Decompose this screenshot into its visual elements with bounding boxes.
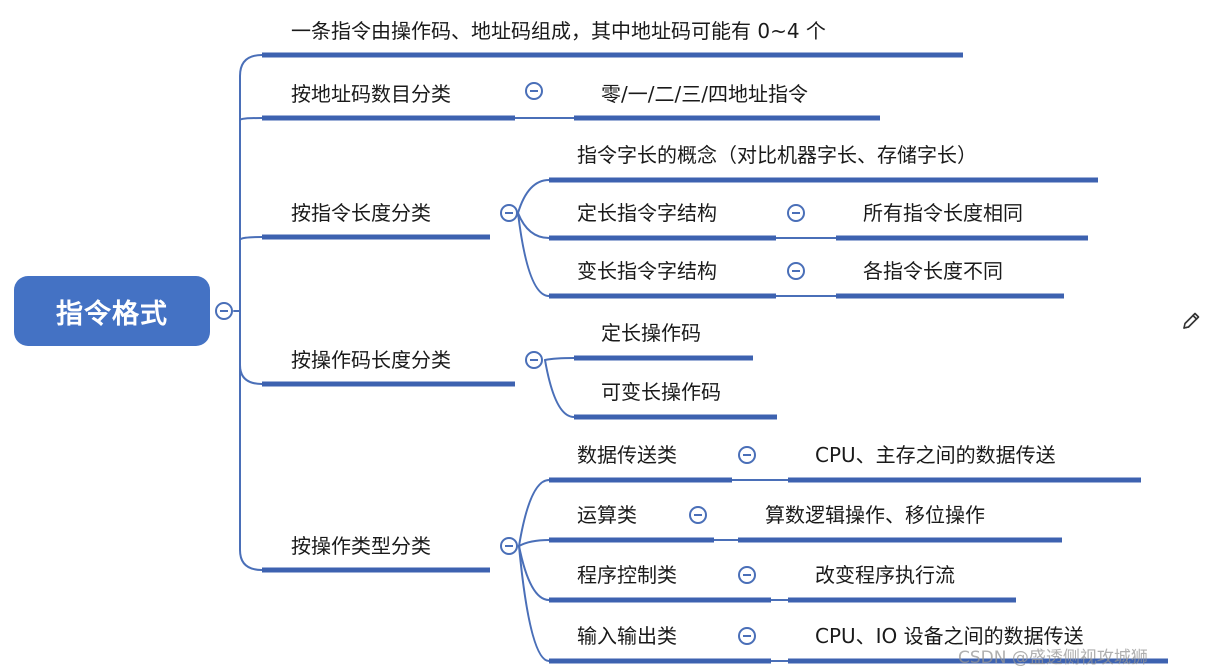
pencil-icon[interactable] (1180, 310, 1202, 332)
node-program-control[interactable]: 程序控制类 (577, 563, 677, 587)
collapse-root-icon[interactable] (215, 302, 233, 320)
collapse-b3c2-icon[interactable] (787, 204, 805, 222)
node-different-lengths[interactable]: 各指令长度不同 (863, 259, 1003, 283)
collapse-b2-icon[interactable] (525, 82, 543, 100)
watermark-text: CSDN @盛透侧视攻城狮 (958, 648, 1148, 668)
node-input-output[interactable]: 输入输出类 (577, 624, 677, 648)
node-cpu-io-transfer[interactable]: CPU、IO 设备之间的数据传送 (815, 624, 1084, 648)
collapse-b3-icon[interactable] (500, 204, 518, 222)
node-address-instruction-types[interactable]: 零/一/二/三/四地址指令 (601, 82, 808, 106)
node-cpu-memory-transfer[interactable]: CPU、主存之间的数据传送 (815, 443, 1056, 467)
node-fixed-opcode[interactable]: 定长操作码 (601, 321, 701, 345)
node-arith-logic-shift[interactable]: 算数逻辑操作、移位操作 (765, 503, 985, 527)
collapse-b5c2-icon[interactable] (689, 506, 707, 524)
node-data-transfer[interactable]: 数据传送类 (577, 443, 677, 467)
node-all-same-length[interactable]: 所有指令长度相同 (863, 201, 1023, 225)
node-change-execution-flow[interactable]: 改变程序执行流 (815, 563, 955, 587)
collapse-b5c4-icon[interactable] (738, 627, 756, 645)
branch-by-opcode-length[interactable]: 按操作码长度分类 (291, 348, 451, 372)
collapse-b5-icon[interactable] (500, 537, 518, 555)
collapse-b3c3-icon[interactable] (787, 262, 805, 280)
node-arithmetic[interactable]: 运算类 (577, 503, 637, 527)
node-fixed-length-instruction[interactable]: 定长指令字结构 (577, 201, 717, 225)
node-variable-opcode[interactable]: 可变长操作码 (601, 380, 721, 404)
branch-by-instruction-length[interactable]: 按指令长度分类 (291, 201, 431, 225)
collapse-b4-icon[interactable] (525, 351, 543, 369)
branch-by-address-count[interactable]: 按地址码数目分类 (291, 82, 451, 106)
node-instruction-word-length-concept[interactable]: 指令字长的概念（对比机器字长、存储字长） (577, 143, 977, 167)
collapse-b5c3-icon[interactable] (738, 566, 756, 584)
root-node[interactable]: 指令格式 (14, 276, 210, 346)
branch-opcode-address-note[interactable]: 一条指令由操作码、地址码组成，其中地址码可能有 0~4 个 (291, 19, 826, 43)
collapse-b5c1-icon[interactable] (738, 446, 756, 464)
branch-by-operation-type[interactable]: 按操作类型分类 (291, 534, 431, 558)
node-variable-length-instruction[interactable]: 变长指令字结构 (577, 259, 717, 283)
